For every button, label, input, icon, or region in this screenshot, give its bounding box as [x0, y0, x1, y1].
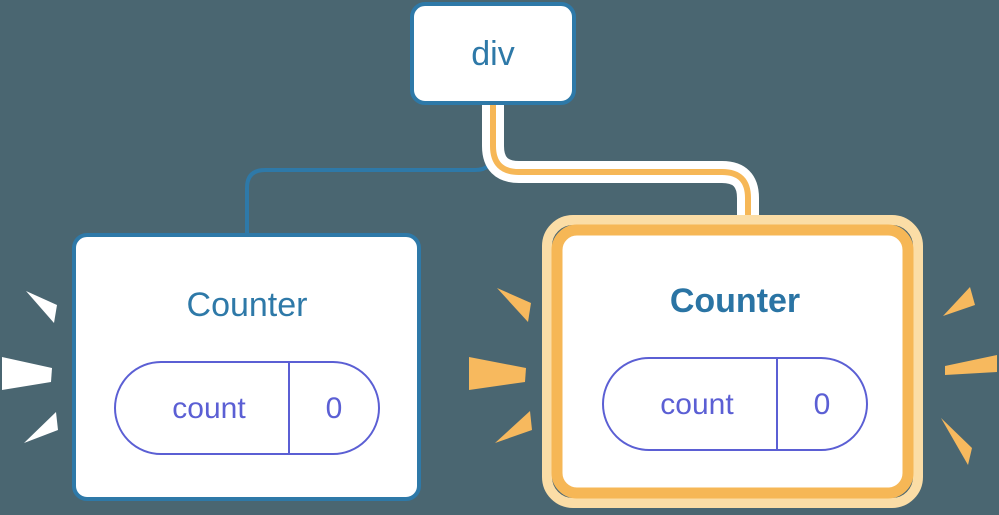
- ray-orange-right-middle: [945, 355, 997, 375]
- node-div-label: div: [471, 35, 514, 73]
- prop-pill-left[interactable]: count 0: [114, 361, 380, 455]
- burst-left-white: [2, 291, 58, 443]
- edge-root-to-counter-left: [245, 93, 495, 246]
- ray-orange-right-lower: [941, 418, 972, 465]
- prop-value-right: 0: [814, 388, 831, 421]
- ray-orange-right-upper: [943, 287, 975, 316]
- node-counter-right-label: Counter: [670, 282, 800, 320]
- prop-pill-right[interactable]: count 0: [602, 357, 868, 451]
- ray-orange-mid-upper: [497, 288, 531, 322]
- ray-white-upper: [26, 291, 57, 323]
- prop-pill-right-outline: [602, 357, 868, 451]
- ray-orange-mid-lower: [495, 411, 532, 443]
- node-counter-left[interactable]: Counter count 0: [72, 233, 421, 501]
- burst-middle-orange: [469, 288, 532, 443]
- prop-name-left: count: [172, 392, 246, 425]
- edge-root-to-counter-right: [482, 84, 759, 261]
- node-div[interactable]: div: [410, 2, 576, 105]
- prop-name-right: count: [660, 388, 734, 421]
- prop-pill-left-outline: [114, 361, 380, 455]
- node-counter-left-label: Counter: [187, 286, 308, 324]
- burst-right-orange: [941, 287, 997, 465]
- ray-orange-mid-middle: [469, 357, 526, 390]
- node-counter-right[interactable]: Counter count 0: [542, 215, 923, 508]
- ray-white-middle: [2, 357, 52, 390]
- prop-value-left: 0: [326, 392, 343, 425]
- node-div-box[interactable]: [410, 2, 576, 105]
- node-counter-right-glow: [542, 215, 923, 508]
- ray-white-lower: [24, 412, 58, 443]
